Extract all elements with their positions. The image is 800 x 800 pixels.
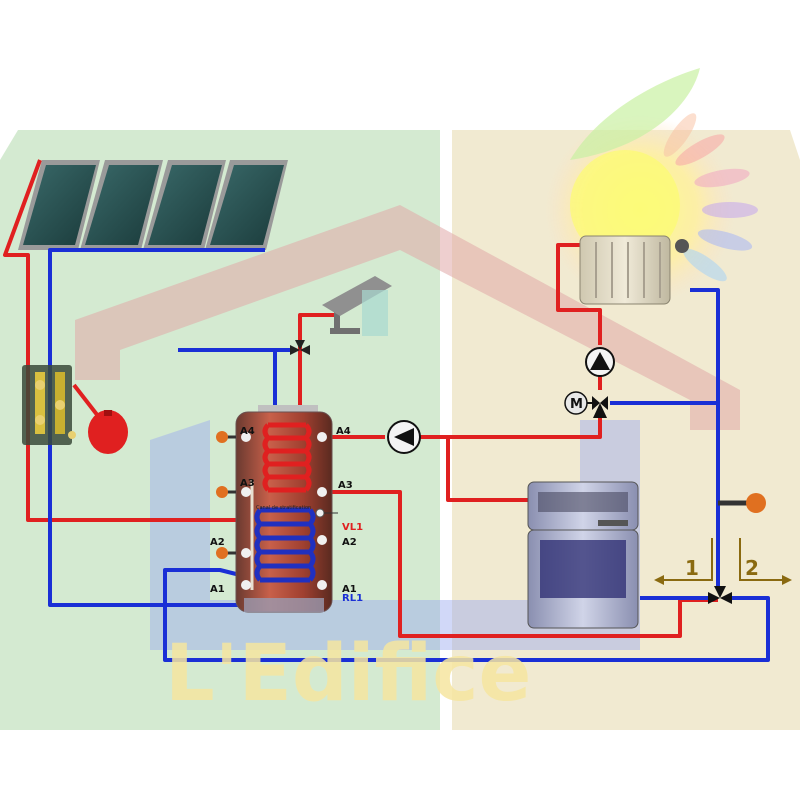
dhw-mixing-valve: [290, 340, 310, 355]
expansion-vessel: [88, 410, 128, 454]
output-1-arrow: [660, 538, 713, 581]
solar-flow-pipe: [3, 159, 240, 522]
port-a1-left: [241, 580, 251, 590]
radiator: [579, 235, 689, 305]
label-a4-left: A4: [240, 426, 255, 437]
heating-circuit-pump: [585, 347, 615, 377]
radiator-valve-knob: [675, 239, 689, 253]
boiler-return-pipe: [163, 568, 770, 662]
mixing-valve-motor: M: [564, 391, 608, 418]
label-a3-left: A3: [240, 478, 255, 489]
label-a3-right: A3: [338, 480, 353, 491]
output-arrows: [654, 538, 792, 585]
tank-upper-coil: [262, 422, 312, 493]
radiator-out-pipe: [690, 288, 720, 403]
output-2-label: 2: [745, 556, 759, 580]
label-a1-left: A1: [210, 584, 225, 595]
dhw-hot-pipe: [298, 313, 335, 410]
tank-lower-coil: [254, 507, 316, 583]
output-2-arrow: [739, 538, 786, 581]
solar-panel: [205, 160, 288, 250]
port-a4-left: [241, 432, 251, 442]
port-a1-right: [317, 580, 327, 590]
label-canal: Canal de stratification: [256, 505, 311, 511]
solar-collectors: [18, 160, 288, 250]
port-a4-right: [317, 432, 327, 442]
label-a1-right: A1: [342, 584, 357, 595]
boiler-link-pipe-b: [420, 415, 602, 439]
roof-band: [75, 205, 740, 430]
radiator-flow-pipe: [556, 243, 602, 345]
watermark-logo: L'Edifice: [165, 629, 531, 719]
label-a2-right: A2: [342, 537, 357, 548]
output-1-label: 1: [685, 556, 699, 580]
solar-pump-station: [22, 365, 76, 445]
sensor-a3: [216, 486, 228, 498]
shower: [322, 276, 392, 336]
sun-rays: [663, 113, 758, 282]
port-a3-left: [241, 487, 251, 497]
label-rl1: RL1: [342, 593, 363, 604]
boiler: [527, 481, 639, 629]
tank-sensor-pocket: [315, 508, 325, 518]
tank-label-group: A4 A4 A3 A3 A2 A2 A1 A1 VL1 RL1 Canal de…: [210, 426, 363, 604]
label-a4-right: A4: [336, 426, 351, 437]
solar-panel: [18, 160, 100, 250]
sensor-a2: [216, 547, 228, 559]
port-a2-left: [241, 548, 251, 558]
outdoor-sensor: [718, 493, 766, 513]
port-a3-right: [317, 487, 327, 497]
shower-water: [362, 290, 388, 336]
port-a2-right: [317, 535, 327, 545]
leaf-shape: [570, 68, 700, 160]
diverter-valve: [708, 586, 732, 604]
tank-sensors: [216, 431, 236, 559]
solar-panel: [143, 160, 226, 250]
boiler-circuit-pump: [387, 420, 421, 454]
solar-panel: [80, 160, 163, 250]
motor-label: M: [570, 397, 583, 412]
label-vl1: VL1: [342, 522, 363, 533]
label-a2-left: A2: [210, 537, 225, 548]
storage-tank: [235, 405, 338, 613]
boiler-feed-pipe: [446, 437, 530, 502]
sensor-a4: [216, 431, 228, 443]
